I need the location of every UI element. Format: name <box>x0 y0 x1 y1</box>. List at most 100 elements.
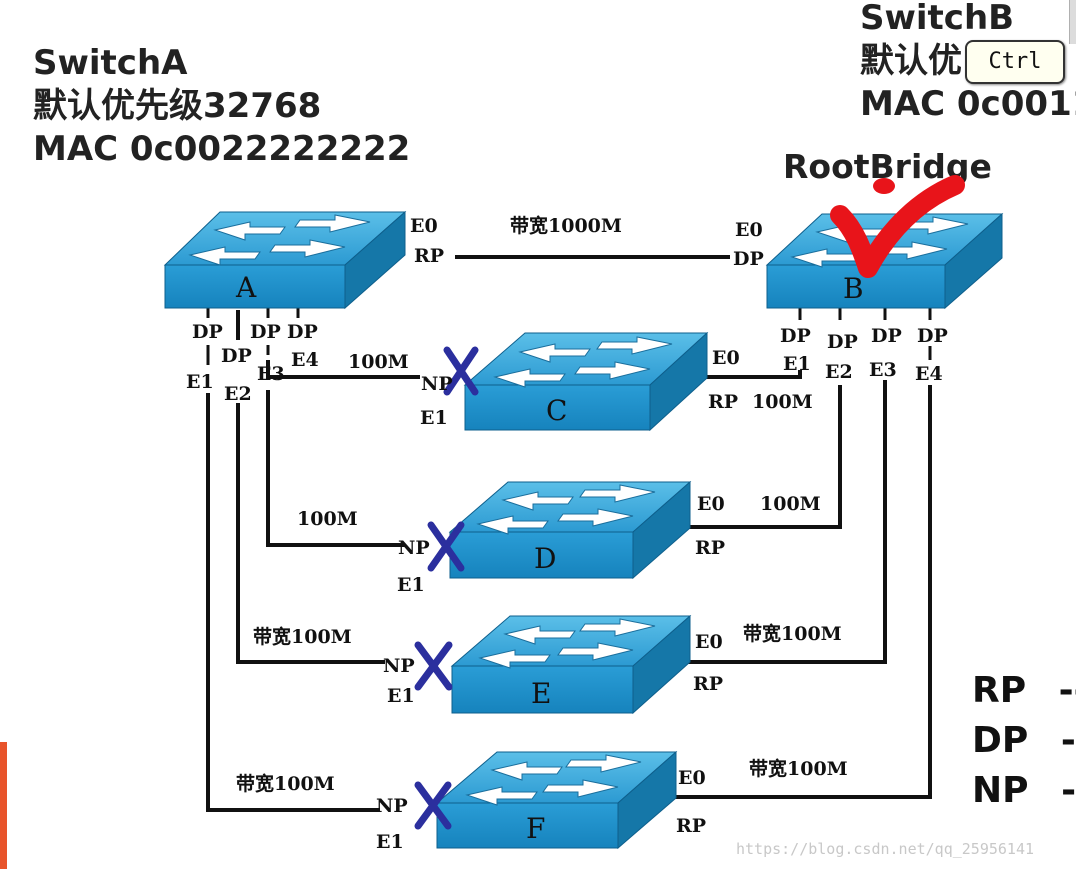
ports-d: E0 RP NP E1 <box>397 493 725 596</box>
link-a-c <box>266 360 420 379</box>
switch-a: A <box>163 210 407 310</box>
link-b-d <box>688 385 842 529</box>
legend-rp-suffix: -- <box>1058 670 1076 711</box>
bw-a-d: 100M <box>297 508 358 530</box>
bandwidth-labels: 带宽1000M 100M 100M 100M 100M 带宽100M 带宽100… <box>236 214 848 795</box>
port-e-e1: E1 <box>387 685 415 707</box>
legend-dp-role: DP <box>972 720 1029 761</box>
port-b-e2: E2 <box>825 361 853 383</box>
legend-np: NP -- <box>972 770 1076 811</box>
blocked-x-icon-d <box>427 521 465 572</box>
port-c-e1-role: NP <box>421 373 453 395</box>
legend-rp-role: RP <box>972 670 1027 711</box>
ports-f: E0 RP NP E1 <box>376 767 706 853</box>
switch-c-label: C <box>546 394 567 427</box>
ports-e: E0 RP NP E1 <box>383 631 723 707</box>
watermark: https://blog.csdn.net/qq_25956141 <box>736 840 1035 858</box>
blocked-x-icon-f <box>414 781 452 830</box>
port-a-e1-role: DP <box>192 321 223 343</box>
switch-e: E <box>450 614 692 715</box>
port-d-e0: E0 <box>697 493 725 515</box>
port-c-e1: E1 <box>420 407 448 429</box>
port-a-e0-role: RP <box>414 245 444 267</box>
port-b-e2-role: DP <box>827 331 858 353</box>
blocked-x-icon-c <box>443 346 479 396</box>
port-b-e3: E3 <box>869 359 897 381</box>
bw-b-e: 带宽100M <box>743 622 842 645</box>
blocked-markers <box>414 346 479 830</box>
links <box>206 255 932 812</box>
port-c-e0: E0 <box>712 347 740 369</box>
switch-a-name: SwitchA <box>33 43 188 83</box>
switch-e-label: E <box>531 677 551 710</box>
port-d-e1-role: NP <box>398 537 430 559</box>
switch-b-priority: 默认优 <box>860 41 962 81</box>
port-e-e1-role: NP <box>383 655 415 677</box>
legend-dp: DP -- <box>972 720 1076 761</box>
link-b-e <box>688 380 887 664</box>
switch-a-label: A <box>235 271 257 304</box>
bw-b-f: 带宽100M <box>749 757 848 780</box>
switch-a-info: SwitchA 默认优先级32768 MAC 0c0022222222 <box>33 42 410 171</box>
ports-b: E0 DP DP E1 DP E2 DP E3 DP E4 <box>733 219 948 385</box>
port-b-e1-role: DP <box>780 325 811 347</box>
bw-a-b: 带宽1000M <box>510 214 622 237</box>
bw-a-c: 100M <box>348 351 409 373</box>
ctrl-key-overlay: Ctrl <box>965 40 1065 84</box>
bw-a-f: 带宽100M <box>236 772 335 795</box>
switch-b-info: SwitchB 默认优 MAC 0c0011 <box>860 0 1076 126</box>
switch-d: D <box>448 480 692 580</box>
link-b-f <box>675 385 932 799</box>
switch-c: C <box>463 331 709 432</box>
switch-f: F <box>435 750 678 850</box>
port-b-e0-role: DP <box>733 248 764 270</box>
port-stubs-b <box>798 307 932 360</box>
switch-d-label: D <box>534 542 556 575</box>
link-a-d <box>266 390 405 547</box>
port-a-e0: E0 <box>410 215 438 237</box>
port-e-e0-role: RP <box>693 673 723 695</box>
port-b-e4-role: DP <box>917 325 948 347</box>
window-edge <box>1069 0 1076 44</box>
ports-a: E0 RP DP E1 DP E2 DP E3 DP E4 <box>186 215 444 405</box>
left-accent-bar <box>0 742 7 869</box>
bw-b-d: 100M <box>760 493 821 515</box>
port-a-e2-role: DP <box>221 345 252 367</box>
switch-a-mac: MAC 0c0022222222 <box>33 129 411 169</box>
blocked-x-icon-e <box>414 641 453 691</box>
port-e-e0: E0 <box>695 631 723 653</box>
port-d-e0-role: RP <box>695 537 725 559</box>
port-a-e2: E2 <box>224 383 252 405</box>
port-a-e3: E3 <box>257 363 285 385</box>
port-c-e0-role: RP <box>708 391 738 413</box>
link-a-f <box>206 393 380 812</box>
port-b-e4: E4 <box>915 363 943 385</box>
switch-b-label: B <box>843 272 864 305</box>
port-a-e4: E4 <box>291 349 319 371</box>
port-b-e0: E0 <box>735 219 763 241</box>
legend-np-suffix: -- <box>1061 770 1076 811</box>
legend-rp: RP -- <box>972 670 1076 711</box>
port-f-e1: E1 <box>376 831 404 853</box>
ports-c: E0 RP NP E1 <box>420 347 740 429</box>
switch-f-label: F <box>526 812 545 845</box>
link-a-e <box>236 403 385 664</box>
port-f-e0: E0 <box>678 767 706 789</box>
link-b-c <box>705 370 802 379</box>
port-b-e3-role: DP <box>871 325 902 347</box>
bw-a-e: 带宽100M <box>253 625 352 648</box>
port-a-e1: E1 <box>186 371 214 393</box>
port-d-e1: E1 <box>397 574 425 596</box>
port-b-e1: E1 <box>783 353 811 375</box>
legend-np-role: NP <box>972 770 1029 811</box>
root-check-icon <box>830 175 965 278</box>
port-f-e1-role: NP <box>376 795 408 817</box>
port-a-e3-role: DP <box>250 321 281 343</box>
legend-dp-suffix: -- <box>1060 720 1076 761</box>
port-f-e0-role: RP <box>676 815 706 837</box>
switch-b-mac: MAC 0c0011 <box>860 84 1076 124</box>
switch-b-name: SwitchB <box>860 0 1015 38</box>
switch-a-priority: 默认优先级32768 <box>33 86 322 126</box>
bw-b-c: 100M <box>752 391 813 413</box>
